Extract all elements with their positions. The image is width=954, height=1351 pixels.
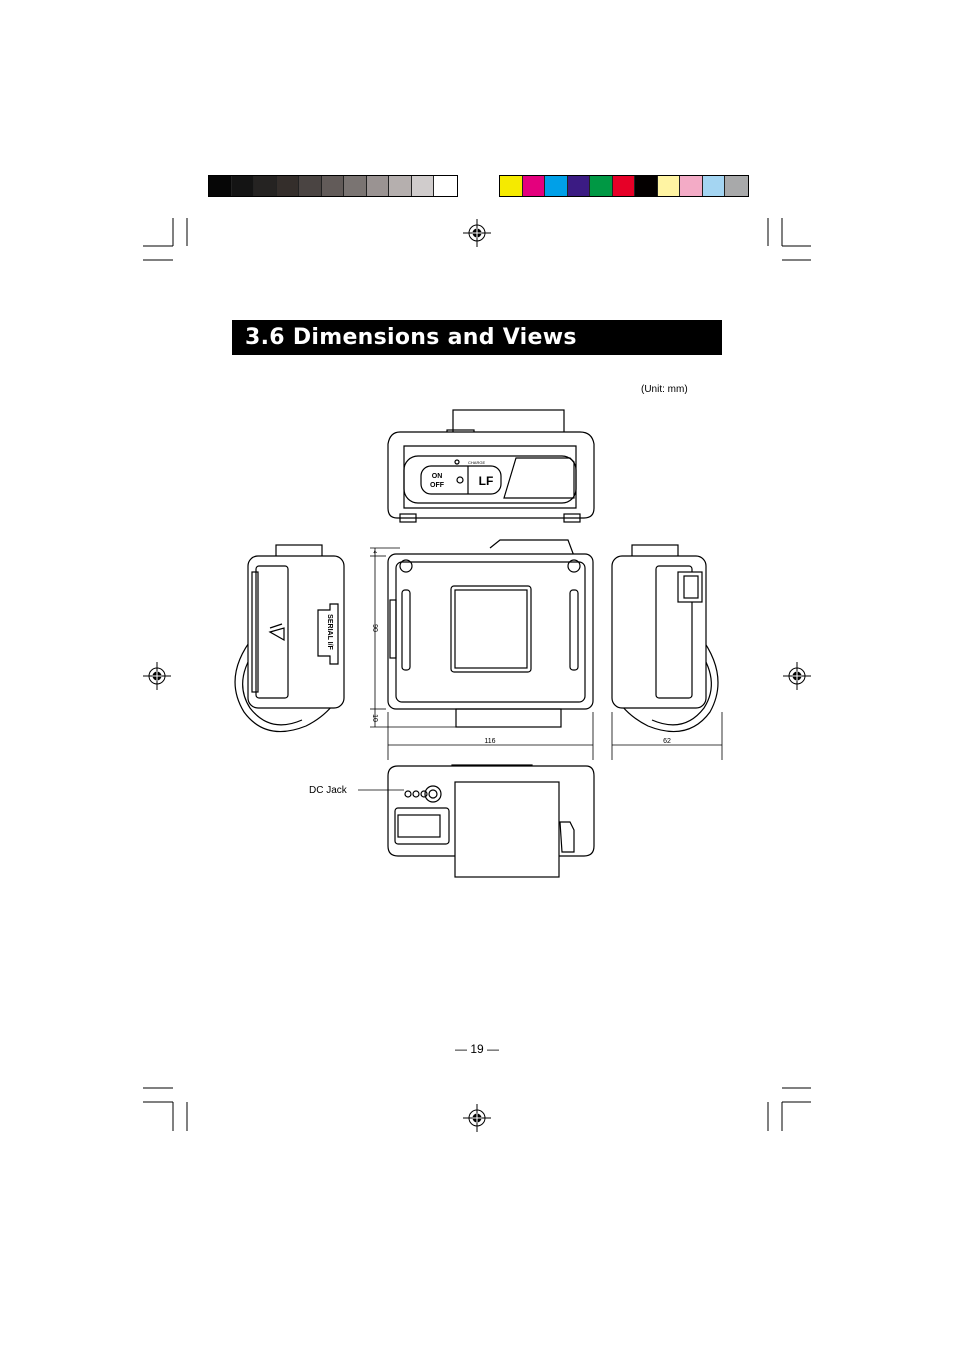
gray-swatch xyxy=(434,176,457,196)
color-swatch xyxy=(680,176,703,196)
top-view xyxy=(387,409,595,523)
color-swatch xyxy=(522,176,545,196)
gray-swatch xyxy=(209,176,232,196)
unit-note: (Unit: mm) xyxy=(641,384,688,395)
off-label: OFF xyxy=(430,482,445,489)
serial-if-label: SERIAL I/F xyxy=(326,614,333,650)
color-swatch xyxy=(545,176,568,196)
dimension-width: 116 xyxy=(484,738,495,745)
dimension-depth: 62 xyxy=(663,738,671,745)
dc-jack-label: DC Jack xyxy=(309,785,347,796)
color-swatch xyxy=(635,176,658,196)
charge-label: CHARGE xyxy=(468,460,485,465)
gray-swatch xyxy=(276,176,299,196)
color-calibration-bar xyxy=(499,175,749,197)
color-swatch xyxy=(702,176,725,196)
gray-swatch xyxy=(254,176,277,196)
dimension-height: 90 xyxy=(371,624,378,632)
registration-mark-right xyxy=(782,661,812,691)
dimension-lines xyxy=(370,547,723,760)
section-title: 3.6 Dimensions and Views xyxy=(245,325,577,350)
grayscale-calibration-bar xyxy=(208,175,458,197)
section-title-bar: 3.6 Dimensions and Views xyxy=(232,320,722,355)
color-swatch xyxy=(725,176,748,196)
lf-button-label: LF xyxy=(479,474,494,488)
color-swatch xyxy=(612,176,635,196)
right-side-view xyxy=(611,544,719,733)
gray-swatch xyxy=(389,176,412,196)
color-swatch xyxy=(657,176,680,196)
crop-marks xyxy=(143,218,811,1131)
left-side-view xyxy=(234,544,345,733)
page-number: — 19 — xyxy=(454,1042,499,1056)
dimension-top-offset: 4 xyxy=(371,551,377,554)
gray-swatch xyxy=(299,176,322,196)
color-swatch xyxy=(590,176,613,196)
bottom-view xyxy=(387,764,595,878)
color-swatch xyxy=(567,176,590,196)
front-view xyxy=(387,539,594,728)
on-label: ON xyxy=(432,473,443,480)
registration-mark-left xyxy=(142,661,172,691)
gray-swatch xyxy=(366,176,389,196)
color-swatch xyxy=(500,176,523,196)
dimension-bottom-offset: 10 xyxy=(371,714,378,722)
gray-swatch xyxy=(344,176,367,196)
registration-mark-top xyxy=(462,218,492,248)
gray-swatch xyxy=(231,176,254,196)
gray-swatch xyxy=(411,176,434,196)
registration-mark-bottom xyxy=(462,1103,492,1133)
gray-swatch xyxy=(321,176,344,196)
